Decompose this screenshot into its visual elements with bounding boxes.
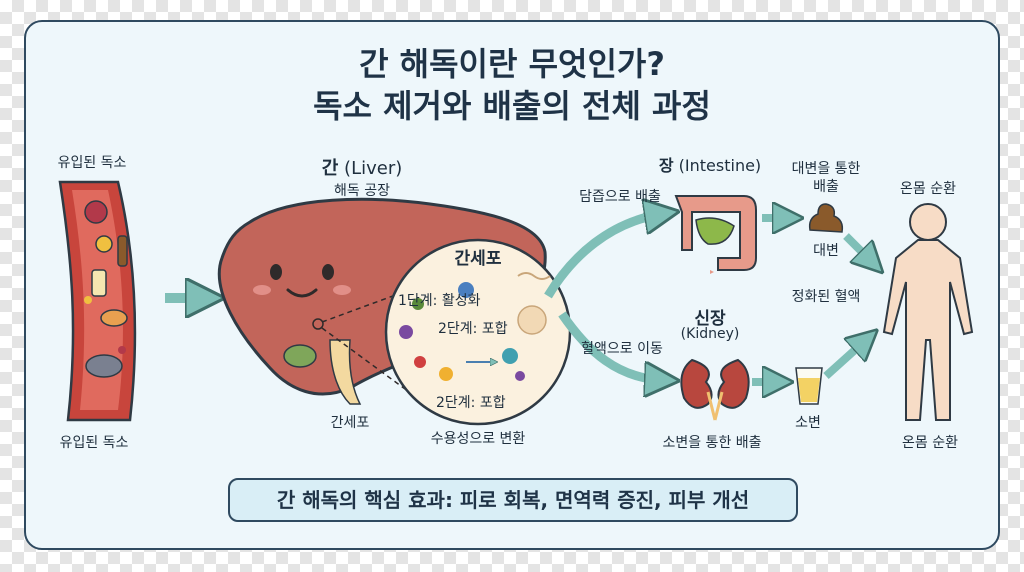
arrow-feces-to-body [843, 233, 872, 262]
smog-cloud-icon [85, 354, 123, 378]
liver-title: 간 (Liver) [322, 154, 403, 180]
kidney-icon [680, 358, 750, 421]
gallbladder-icon [283, 344, 317, 368]
circulation-label-top: 온몸 순환 [900, 181, 956, 197]
bottle-icon [117, 235, 128, 267]
title-line-1: 간 해독이란 무엇인가? [359, 45, 665, 83]
molecule-icon [414, 356, 426, 368]
title-line-2: 독소 제거와 배출의 전체 과정 [313, 87, 711, 125]
intestine-icon [674, 195, 757, 274]
blood-route-label: 혈액으로 이동 [581, 341, 663, 357]
bile-route-label: 담즙으로 배출 [579, 189, 661, 205]
feces-icon [808, 203, 844, 233]
intestine-title: 장 (Intestine) [659, 152, 761, 176]
clean-blood-label: 정화된 혈액 [791, 289, 861, 305]
molecule-icon [515, 371, 525, 381]
fast-food-icon [100, 309, 128, 327]
feces-label-top: 대변을 통한 배출 [791, 161, 861, 195]
step1-label: 1단계: 활성화 [398, 293, 481, 309]
hepatocyte-zoom [384, 238, 572, 426]
liver-eye-left [270, 264, 282, 280]
bile-route-arrow [544, 214, 662, 299]
kidney-bottom-label: 소변을 통한 배출 [662, 435, 762, 451]
hepatocyte-title: 간세포 [454, 249, 502, 269]
kidney-name: 신장 [694, 309, 726, 329]
step2a-label: 2단계: 포합 [438, 321, 508, 337]
human-body-icon [882, 203, 974, 421]
urine-label: 소변 [795, 415, 821, 431]
arrow-urine-to-body [823, 340, 866, 379]
liver-eye-right [322, 264, 334, 280]
kidney-name-en: (Kidney) [680, 326, 740, 342]
molecule-icon [412, 298, 424, 310]
toxins-label-top: 유입된 독소 [57, 155, 127, 171]
blood-route-arrow [558, 311, 662, 380]
summary-box: 간 해독의 핵심 효과: 피로 회복, 면역력 증진, 피부 개선 [228, 478, 798, 522]
intestine-name: 장 [658, 156, 674, 175]
liver-name: 간 [321, 158, 339, 179]
step2b-label: 2단계: 포합 [436, 395, 506, 411]
liver-cell-label: 간세포 [330, 415, 370, 431]
virus-icon [84, 200, 108, 224]
water-soluble-label: 수용성으로 변환 [430, 431, 526, 447]
feces-label-bottom: 대변 [813, 243, 839, 259]
glass-icon [91, 269, 107, 297]
liver-name-en: (Liver) [344, 158, 403, 179]
molecule-icon [399, 325, 413, 339]
molecule-icon [439, 367, 453, 381]
toxin-particle-icon [95, 235, 113, 253]
toxins-label-bottom: 유입된 독소 [59, 435, 129, 451]
molecule-icon [458, 282, 474, 298]
circulation-label-bottom: 온몸 순환 [902, 435, 958, 451]
liver-subtitle: 해독 공장 [334, 183, 390, 199]
intestine-name-en: (Intestine) [678, 156, 762, 175]
molecule-icon [502, 348, 518, 364]
urine-glass-icon [795, 367, 823, 405]
blood-vessel-icon [58, 180, 137, 422]
